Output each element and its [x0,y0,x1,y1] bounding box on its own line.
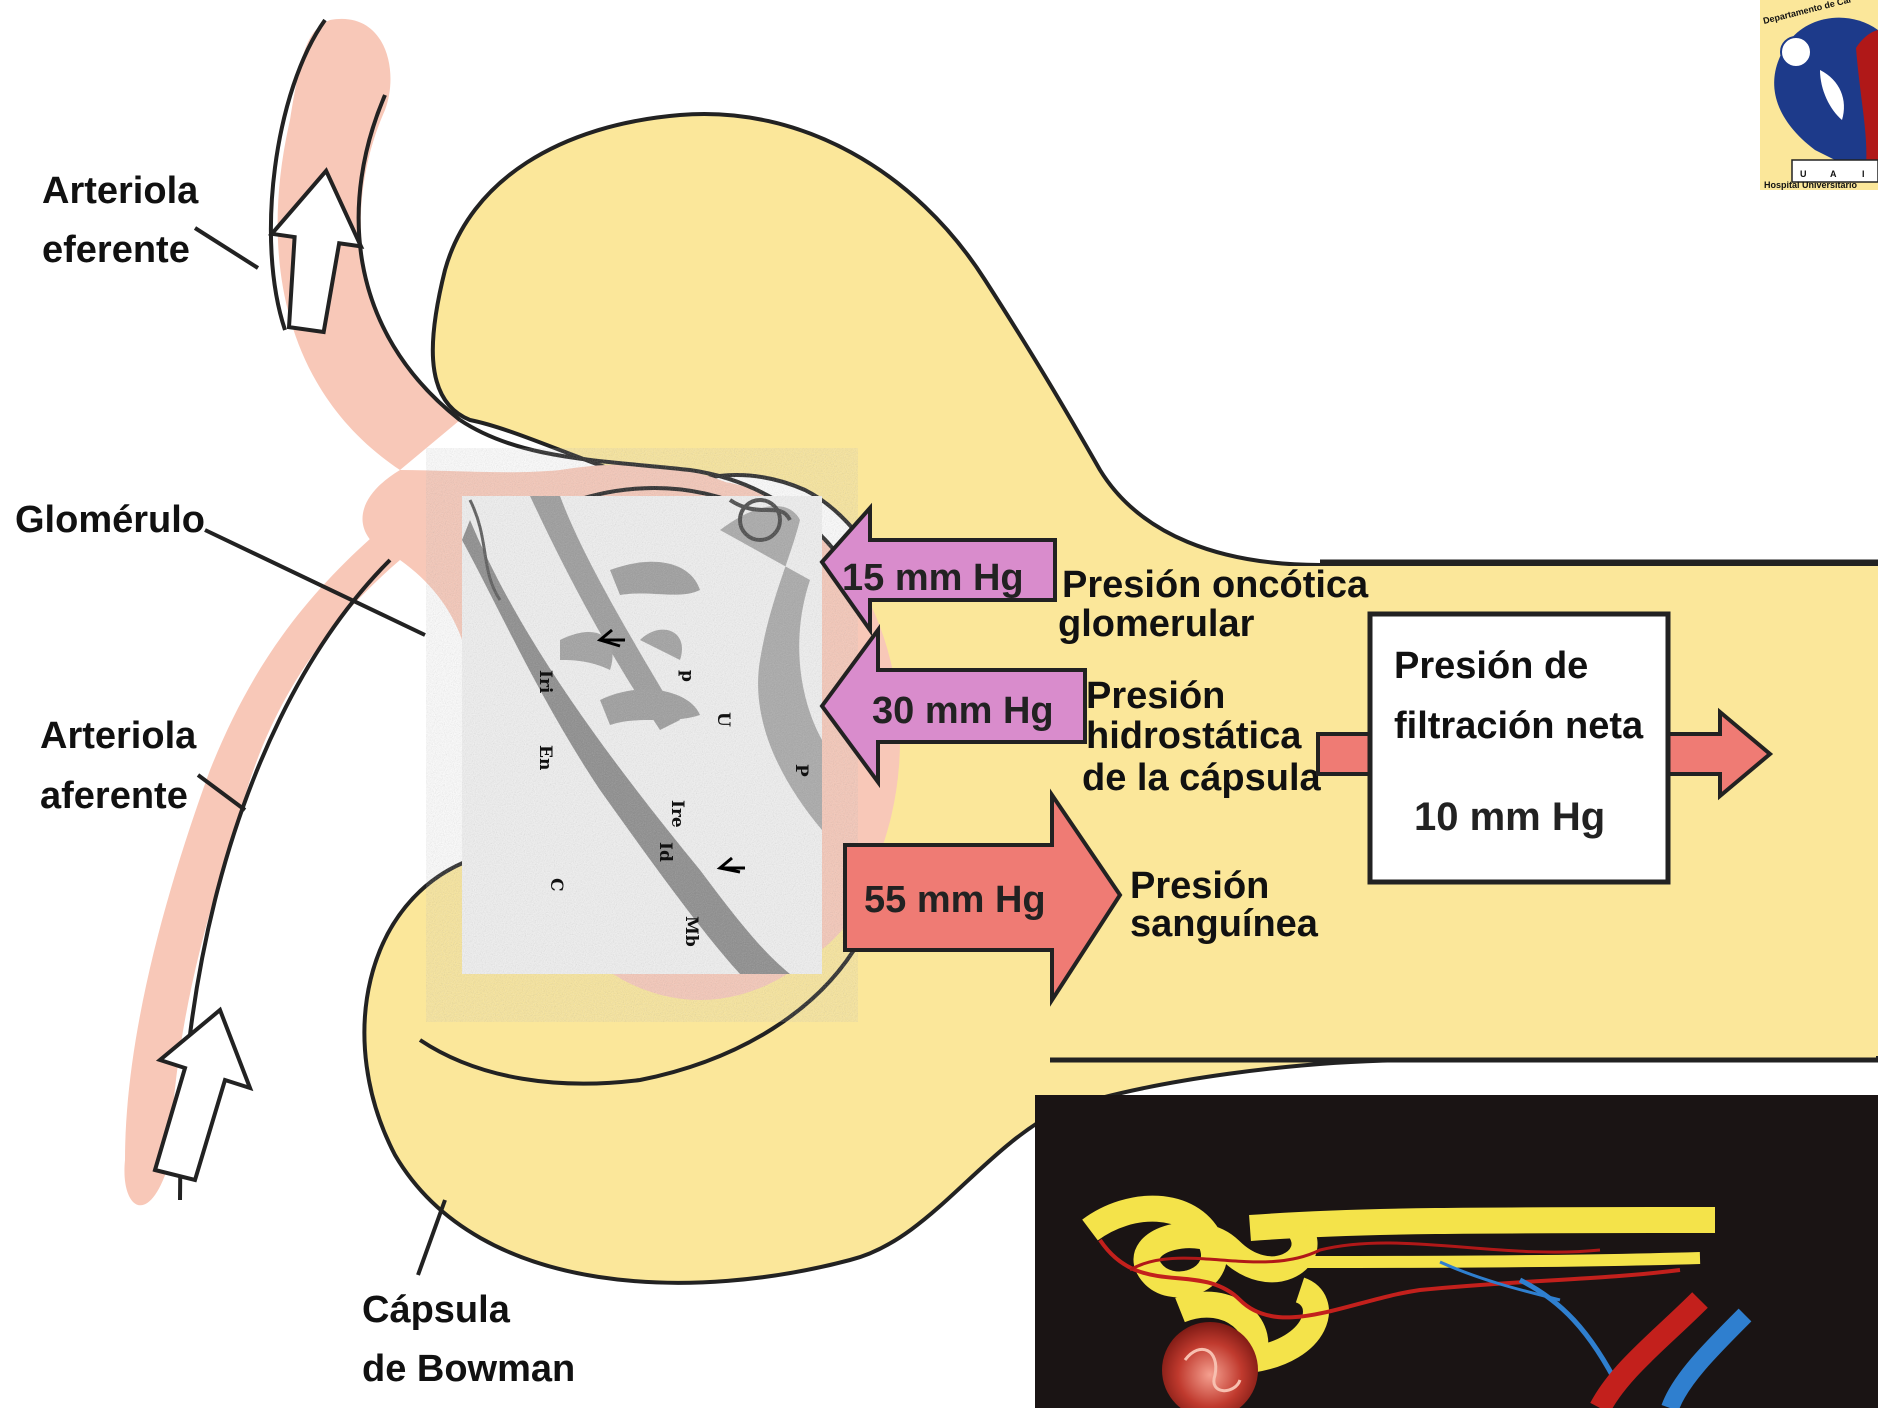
efferent-label-2: eferente [42,229,190,271]
capsule-desc-3: de la cápsula [1082,757,1322,799]
efferent-label-1: Arteriola [42,170,199,212]
blood-desc-2: sanguínea [1130,903,1319,945]
net-box-line-2: filtración neta [1394,705,1644,747]
net-box-value: 10 mm Hg [1414,795,1605,839]
em-label: Mb [681,916,701,947]
capsule-pressure-value: 30 mm Hg [872,690,1054,732]
oncotic-value: 15 mm Hg [842,557,1024,599]
em-label: C [546,878,566,892]
em-label: p [677,670,697,682]
electron-micrograph: Iri En p U P Ire Id C Mb [462,496,822,974]
bowman-label-2: de Bowman [362,1348,575,1390]
logo-caption: Hospital Universitario [1764,180,1858,190]
capsule-desc-1: Presión [1086,675,1225,717]
logo-letter-a: A [1830,169,1837,179]
em-label: Id [655,842,675,862]
logo-letter-u: U [1800,169,1807,179]
capsule-desc-2: hidrostática [1086,715,1302,757]
em-label: P [791,764,811,777]
logo-letter-i: I [1862,169,1865,179]
bowman-label-1: Cápsula [362,1289,511,1331]
oncotic-desc-1: Presión oncótica [1062,564,1369,606]
department-logo: Departamento de Car U A I Hospital Unive… [1760,0,1878,190]
em-label: Ire [667,800,687,828]
oncotic-desc-2: glomerular [1058,603,1255,645]
em-label: U [713,712,733,727]
afferent-label-1: Arteriola [40,715,197,757]
blood-pressure-value: 55 mm Hg [864,879,1046,921]
blood-desc-1: Presión [1130,865,1269,907]
em-label: Iri [535,670,555,694]
afferent-label-2: aferente [40,775,188,817]
glomerulus-label: Glomérulo [15,499,205,541]
nephron-illustration [1035,1095,1878,1408]
net-box-line-1: Presión de [1394,645,1588,687]
em-label: En [535,745,555,770]
